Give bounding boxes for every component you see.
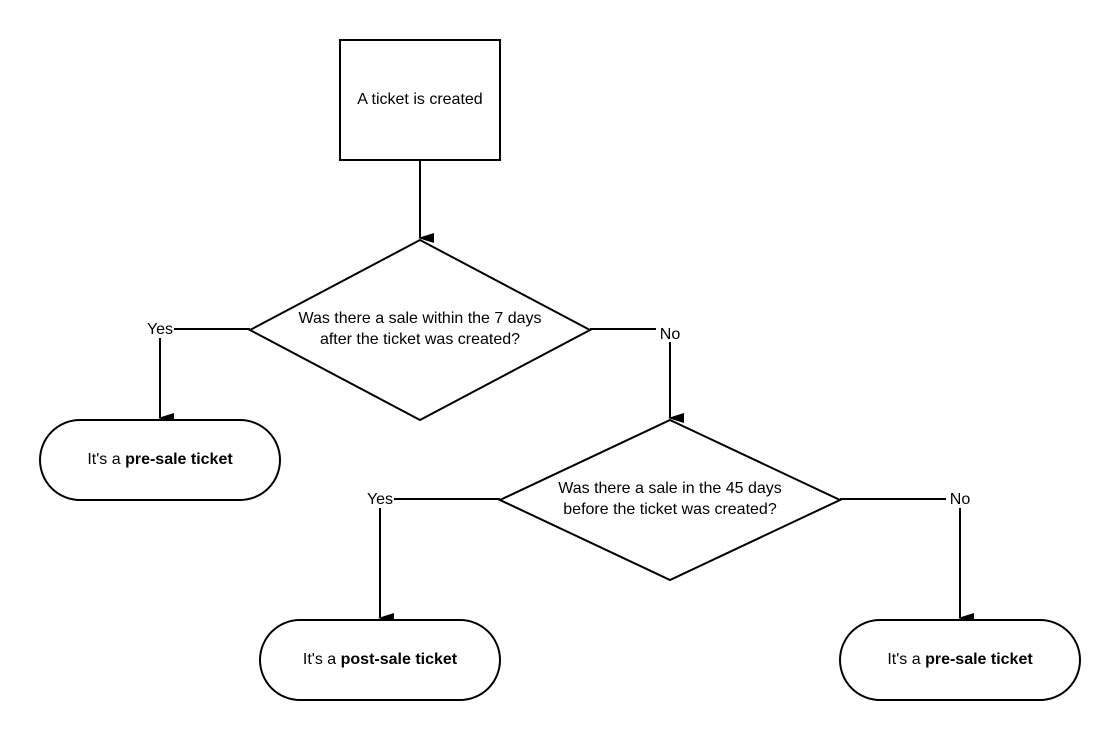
result-node-post-sale: It's a post-sale ticket bbox=[259, 619, 501, 701]
result-2-label: It's a post-sale ticket bbox=[303, 651, 458, 668]
result-1-prefix: It's a bbox=[87, 451, 125, 468]
start-node: A ticket is created bbox=[339, 39, 501, 161]
decision-2-yes-label: Yes bbox=[367, 491, 393, 508]
decision-2-no-label: No bbox=[950, 491, 971, 508]
start-box bbox=[339, 39, 501, 161]
result-node-pre-sale-1: It's a pre-sale ticket bbox=[39, 419, 281, 501]
decision-2-line-2: before the ticket was created? bbox=[563, 501, 777, 518]
decision-2-diamond bbox=[497, 418, 843, 582]
result-2-terminal bbox=[259, 619, 501, 701]
decision-1-line-2: after the ticket was created? bbox=[320, 331, 520, 348]
result-3-label: It's a pre-sale ticket bbox=[887, 651, 1033, 668]
decision-2-line-1: Was there a sale in the 45 days bbox=[558, 480, 782, 497]
result-3-terminal bbox=[839, 619, 1081, 701]
result-3-bold: pre-sale ticket bbox=[925, 651, 1033, 668]
result-1-label: It's a pre-sale ticket bbox=[87, 451, 233, 468]
start-label: A ticket is created bbox=[357, 91, 482, 108]
decision-1-no-label: No bbox=[660, 326, 681, 343]
result-node-pre-sale-2: It's a pre-sale ticket bbox=[839, 619, 1081, 701]
decision-node-2: Was there a sale in the 45 days before t… bbox=[497, 418, 843, 582]
result-2-bold: post-sale ticket bbox=[341, 651, 458, 668]
decision-1-diamond bbox=[247, 238, 593, 422]
result-3-prefix: It's a bbox=[887, 651, 925, 668]
decision-1-yes-label: Yes bbox=[147, 321, 173, 338]
decision-1-line-1: Was there a sale within the 7 days bbox=[298, 310, 541, 327]
decision-node-1: Was there a sale within the 7 days after… bbox=[247, 238, 593, 422]
result-1-terminal bbox=[39, 419, 281, 501]
result-2-prefix: It's a bbox=[303, 651, 341, 668]
result-1-bold: pre-sale ticket bbox=[125, 451, 233, 468]
